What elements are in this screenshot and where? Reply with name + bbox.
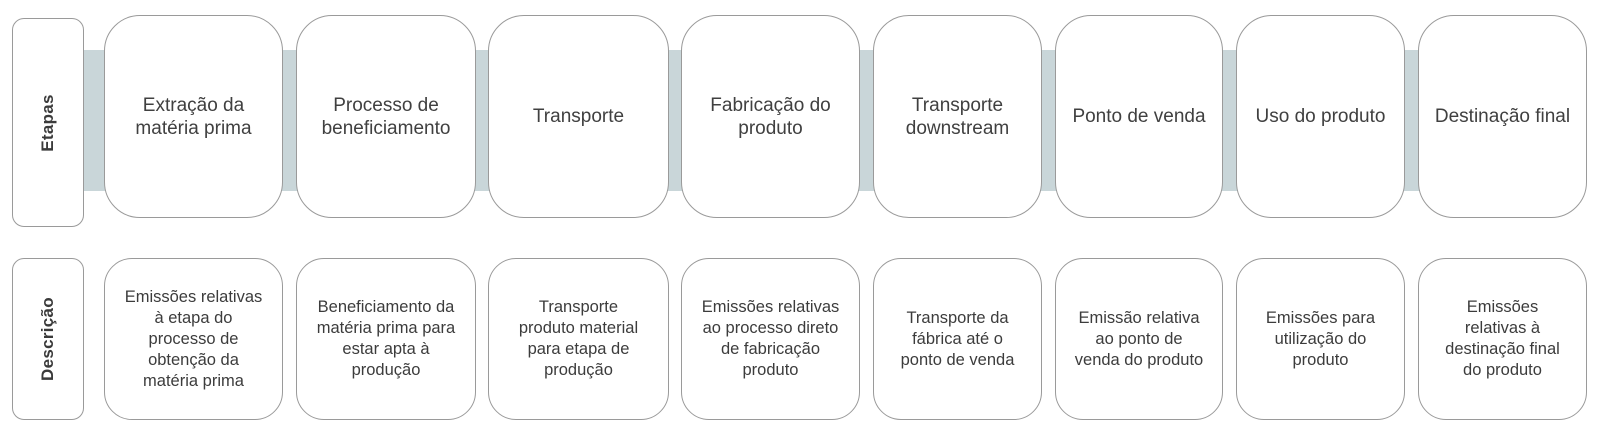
description-box-extracao: Emissões relativas à etapa do processo d… bbox=[104, 258, 283, 420]
stage-box-destinacao-final: Destinação final bbox=[1418, 15, 1587, 218]
stage-label: Extração da matéria prima bbox=[135, 94, 252, 139]
description-box-fabricacao: Emissões relativas ao processo direto de… bbox=[681, 258, 860, 420]
stage-box-uso-do-produto: Uso do produto bbox=[1236, 15, 1405, 218]
stage-box-transporte-downstream: Transporte downstream bbox=[873, 15, 1042, 218]
description-box-beneficiamento: Beneficiamento da matéria prima para est… bbox=[296, 258, 476, 420]
row-label-etapas: Etapas bbox=[12, 18, 84, 227]
description-text: Emissões relativas à destinação final do… bbox=[1445, 298, 1560, 379]
row-label-etapas-text: Etapas bbox=[38, 93, 57, 152]
stage-label: Destinação final bbox=[1434, 106, 1571, 127]
description-text: Emissão relativa ao ponto de venda do pr… bbox=[1074, 308, 1204, 369]
stage-label: Ponto de venda bbox=[1072, 106, 1206, 127]
stage-label: Fabricação do produto bbox=[710, 94, 831, 139]
stage-label: Transporte bbox=[532, 106, 625, 127]
stage-box-fabricacao: Fabricação do produto bbox=[681, 15, 860, 218]
stage-label: Transporte downstream bbox=[905, 94, 1010, 139]
stage-label: Processo de beneficiamento bbox=[321, 94, 451, 139]
description-box-transporte-downstream: Transporte da fábrica até o ponto de ven… bbox=[873, 258, 1042, 420]
description-box-ponto-de-venda: Emissão relativa ao ponto de venda do pr… bbox=[1055, 258, 1223, 420]
description-box-destinacao-final: Emissões relativas à destinação final do… bbox=[1418, 258, 1587, 420]
description-text: Emissões relativas à etapa do processo d… bbox=[124, 287, 263, 390]
stage-box-extracao: Extração da matéria prima bbox=[104, 15, 283, 218]
row-label-descricao: Descrição bbox=[12, 258, 84, 420]
description-box-uso-do-produto: Emissões para utilização do produto bbox=[1236, 258, 1405, 420]
description-text: Emissões relativas ao processo direto de… bbox=[701, 298, 840, 379]
stage-box-ponto-de-venda: Ponto de venda bbox=[1055, 15, 1223, 218]
stage-label: Uso do produto bbox=[1255, 106, 1386, 127]
stage-box-transporte: Transporte bbox=[488, 15, 669, 218]
description-text: Transporte produto material para etapa d… bbox=[518, 298, 639, 379]
description-box-transporte: Transporte produto material para etapa d… bbox=[488, 258, 669, 420]
row-label-descricao-text: Descrição bbox=[38, 297, 57, 381]
description-text: Transporte da fábrica até o ponto de ven… bbox=[900, 308, 1015, 369]
stage-box-beneficiamento: Processo de beneficiamento bbox=[296, 15, 476, 218]
description-text: Beneficiamento da matéria prima para est… bbox=[316, 298, 456, 379]
description-text: Emissões para utilização do produto bbox=[1265, 308, 1376, 369]
